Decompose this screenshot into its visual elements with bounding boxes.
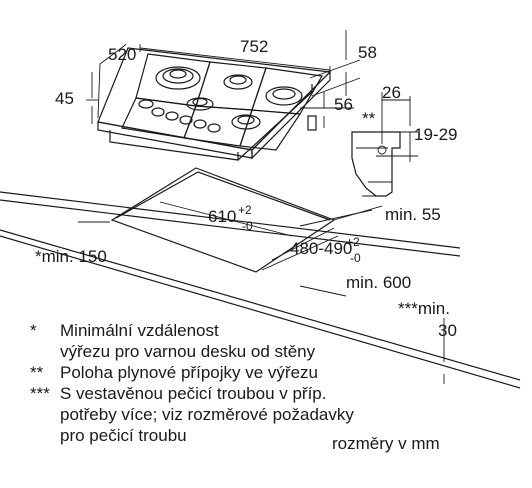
hob-dimensions: [86, 30, 361, 128]
dim-min-30-label: ***min.: [398, 299, 450, 318]
dim-cutout-depth: 480-490: [290, 239, 352, 258]
burners: [155, 66, 303, 130]
worktop: [0, 191, 521, 389]
burner-wok: [155, 66, 201, 90]
dim-56: 56: [334, 95, 353, 114]
dim-min-55: min. 55: [385, 205, 441, 224]
units-label: rozměry v mm: [332, 434, 440, 453]
note-line: potřeby více; viz rozměrové požadavky: [60, 405, 354, 424]
note-line: Minimální vzdálenost: [60, 321, 219, 340]
note-line: výřezu pro varnou desku od stěny: [60, 342, 316, 361]
dim-cutout-width: 610: [208, 207, 236, 226]
cutout-dimensions: [78, 195, 445, 384]
dim-min-600: min. 600: [346, 273, 411, 292]
note-line: pro pečicí troubu: [60, 426, 187, 445]
cutout: [110, 167, 336, 273]
control-knobs: [138, 99, 221, 133]
hob-side-edge: [251, 70, 331, 160]
dim-19-29: 19-29: [414, 125, 457, 144]
note-row: ** Poloha plynové přípojky ve výřezu: [30, 362, 530, 383]
note-text: Poloha plynové přípojky ve výřezu: [60, 362, 530, 383]
dim-58: 58: [358, 43, 377, 62]
note-row: *** S vestavěnou pečicí troubou v příp. …: [30, 383, 530, 446]
dim-752: 752: [240, 37, 268, 56]
dim-26: 26: [382, 83, 401, 102]
notes: * Minimální vzdálenost výřezu pro varnou…: [30, 320, 530, 446]
note-mark: *: [30, 321, 37, 340]
gas-connector-stub: [307, 115, 317, 131]
connector-marker: **: [362, 109, 376, 128]
note-text: S vestavěnou pečicí troubou v příp. potř…: [60, 383, 530, 446]
note-row: * Minimální vzdálenost výřezu pro varnou…: [30, 320, 530, 362]
dim-cutout-depth-tol-minus: -0: [350, 251, 361, 265]
pan-supports: [121, 53, 323, 151]
dim-cutout-depth-tol-plus: +2: [346, 235, 360, 249]
note-mark: ***: [30, 384, 50, 403]
dim-520: 520: [108, 45, 136, 64]
hob-drawing: [97, 47, 332, 161]
burner-front-mid: [186, 97, 214, 111]
burner-rear-right: [265, 86, 303, 106]
burner-front-right: [231, 114, 261, 130]
burner-rear-mid: [223, 74, 253, 90]
gas-connector-detail: [351, 92, 418, 197]
note-line: Poloha plynové přípojky ve výřezu: [60, 363, 318, 382]
note-mark: **: [30, 363, 44, 382]
note-text: Minimální vzdálenost výřezu pro varnou d…: [60, 320, 530, 362]
dim-min-30-value: 30: [438, 321, 457, 340]
hob-front-edge: [97, 121, 253, 159]
dim-cutout-width-tol-plus: +2: [238, 203, 252, 217]
dim-cutout-width-tol-minus: -0: [242, 219, 253, 233]
note-line: S vestavěnou pečicí troubou v příp.: [60, 384, 327, 403]
dim-min-150: *min. 150: [35, 247, 107, 266]
dim-45: 45: [55, 89, 74, 108]
